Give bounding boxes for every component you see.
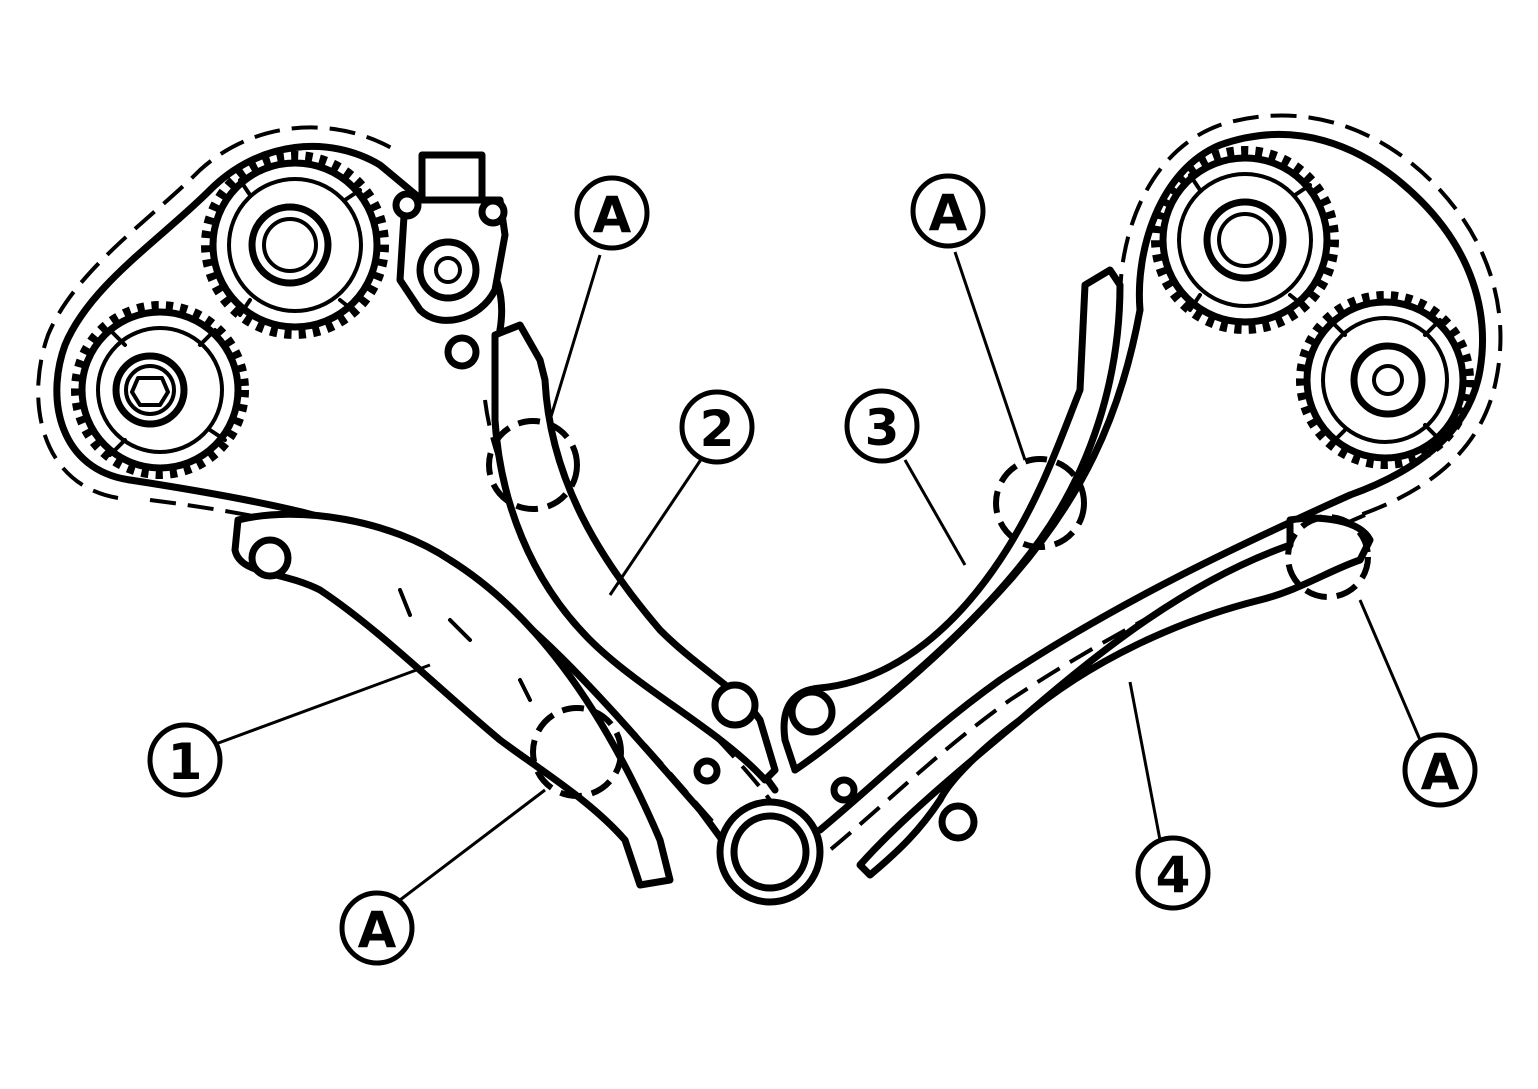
detail-a-circle-2 bbox=[486, 418, 580, 512]
right-intake-sprocket bbox=[1151, 146, 1339, 334]
callout-1-label: 1 bbox=[168, 733, 203, 791]
callout-4-label: 4 bbox=[1156, 846, 1191, 904]
detail-a-circle-3 bbox=[993, 456, 1087, 550]
chain-guide-3 bbox=[780, 266, 1124, 774]
left-chain-tensioner bbox=[392, 151, 509, 370]
callout-1: 1 bbox=[147, 722, 223, 798]
callout-a-left-top: A bbox=[574, 175, 650, 251]
callout-2: 2 bbox=[679, 389, 755, 465]
callout-a-label-1: A bbox=[358, 901, 397, 959]
callout-3: 3 bbox=[844, 388, 920, 464]
leader-lines bbox=[212, 251, 1422, 902]
left-intake-sprocket bbox=[201, 151, 389, 339]
crankshaft-sprocket bbox=[693, 757, 858, 906]
callout-4: 4 bbox=[1135, 835, 1211, 911]
chain-guide-2 bbox=[491, 321, 779, 784]
left-exhaust-sprocket bbox=[71, 301, 249, 479]
callout-2-label: 2 bbox=[700, 400, 735, 458]
callout-3-label: 3 bbox=[865, 399, 900, 457]
callout-a-right-bottom: A bbox=[1402, 732, 1478, 808]
chain-guide-4 bbox=[856, 514, 1374, 879]
callout-a-label-4: A bbox=[1421, 743, 1460, 801]
right-exhaust-sprocket bbox=[1296, 291, 1474, 469]
callout-a-label-2: A bbox=[593, 186, 632, 244]
detail-a-circle-1 bbox=[530, 705, 624, 799]
callout-a-left-bottom: A bbox=[339, 890, 415, 966]
callout-a-label-3: A bbox=[929, 184, 968, 242]
detail-a-circle-4 bbox=[1285, 514, 1371, 600]
chain-guide-1 bbox=[231, 510, 674, 889]
callout-a-right-top: A bbox=[910, 173, 986, 249]
